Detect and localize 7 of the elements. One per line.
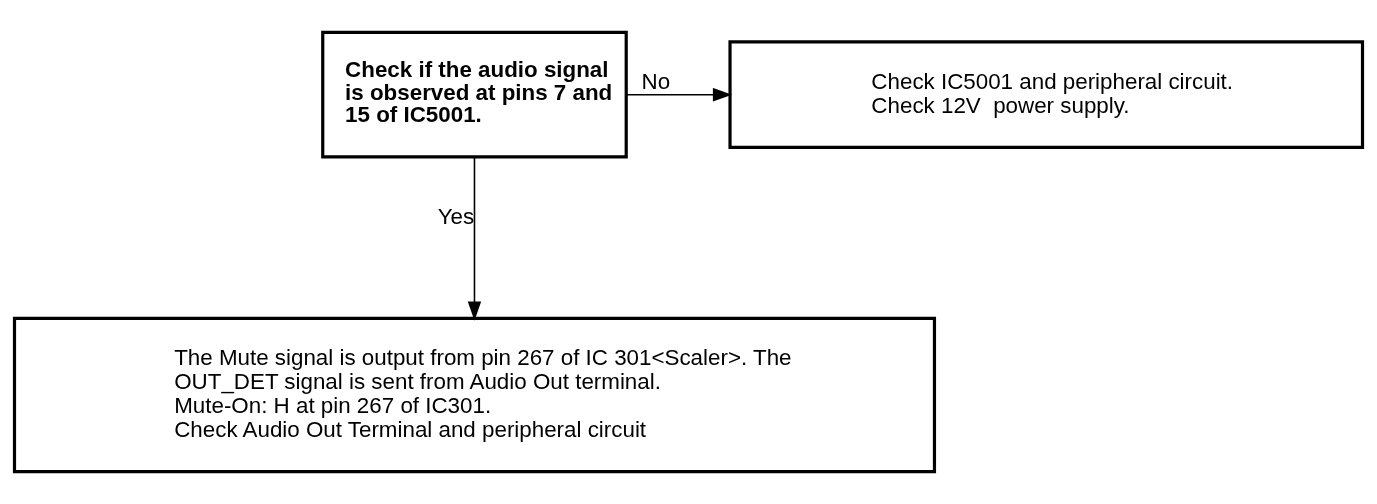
node-box: The Mute signal is output from pin 267 of IC 301<Scaler>. The OUT_DET signal is sent from Audio Out terminal. Mute-On: H at pin 267 of IC301. Check Audio Out Terminal and peripheral circuit <box>12 316 937 474</box>
node-box: Check IC5001 and peripheral circuit. Check 12V power supply. <box>728 40 1365 149</box>
edge-label: Yes <box>437 203 475 229</box>
arrow <box>467 156 482 321</box>
edge-label: No <box>641 68 671 94</box>
arrow <box>626 87 733 102</box>
node-box: Check if the audio signal is observed at pins 7 and 15 of IC5001. <box>321 30 628 159</box>
